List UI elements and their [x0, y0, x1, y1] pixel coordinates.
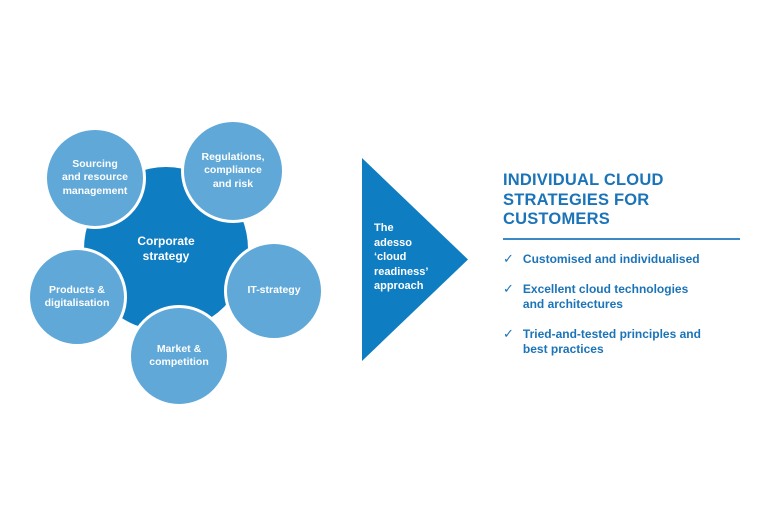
- circle-corporate-strategy-label: Corporate strategy: [137, 234, 195, 263]
- list-item-technologies: ✓ Excellent cloud technologies and archi…: [503, 281, 753, 311]
- results-panel: INDIVIDUAL CLOUD STRATEGIES FOR CUSTOMER…: [503, 171, 753, 356]
- check-icon: ✓: [503, 250, 514, 266]
- circle-sourcing-label: Sourcing and resource management: [62, 157, 128, 197]
- strategy-cluster-diagram: Corporate strategy Sourcing and resource…: [0, 0, 360, 515]
- circle-regulations-label: Regulations, compliance and risk: [201, 150, 265, 190]
- results-heading: INDIVIDUAL CLOUD STRATEGIES FOR CUSTOMER…: [503, 171, 664, 228]
- circle-sourcing-and-resource-management: Sourcing and resource management: [44, 127, 146, 229]
- list-item-text: Customised and individualised: [522, 251, 700, 266]
- arrow-label: The adesso ‘cloud readiness’ approach: [374, 222, 429, 292]
- circle-it-strategy: IT-strategy: [224, 241, 324, 341]
- list-item-text: Tried-and-tested principles and best pra…: [522, 327, 701, 356]
- circle-market-label: Market & competition: [149, 342, 209, 369]
- results-list: ✓ Customised and individualised ✓ Excell…: [503, 250, 753, 357]
- circle-regulations-compliance-risk: Regulations, compliance and risk: [181, 119, 285, 223]
- list-item-text: Excellent cloud technologies and archite…: [522, 282, 689, 311]
- circle-products-digitalisation: Products & digitalisation: [27, 247, 127, 347]
- circle-market-competition: Market & competition: [128, 305, 230, 407]
- list-item-principles: ✓ Tried-and-tested principles and best p…: [503, 326, 753, 356]
- circle-it-strategy-label: IT-strategy: [247, 284, 301, 297]
- cloud-readiness-approach-arrow: The adesso ‘cloud readiness’ approach: [362, 158, 468, 361]
- check-icon: ✓: [503, 281, 514, 296]
- check-icon: ✓: [503, 326, 514, 341]
- list-item-customised: ✓ Customised and individualised: [503, 250, 753, 267]
- heading-underline: [503, 237, 740, 240]
- circle-products-label: Products & digitalisation: [44, 283, 110, 310]
